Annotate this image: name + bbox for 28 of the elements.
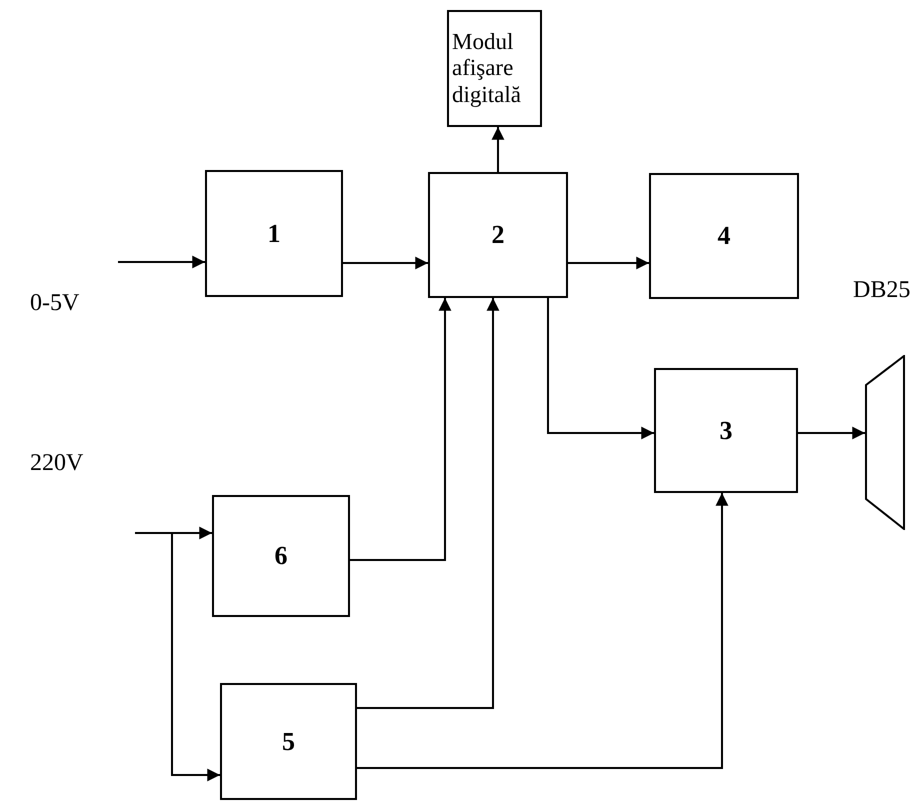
arrow [492, 126, 504, 172]
block-label: 6 [274, 541, 288, 571]
block-box [654, 368, 798, 493]
input-label: 220V [30, 450, 84, 477]
arrow [798, 426, 866, 440]
block-box [212, 495, 350, 617]
block-label: 4 [718, 221, 730, 251]
block-box [428, 172, 568, 298]
block-label: 1 [268, 218, 280, 248]
block-box [447, 10, 542, 127]
block-box [649, 173, 799, 299]
block-label: 3 [720, 416, 732, 446]
arrow [171, 533, 220, 782]
block-box [220, 683, 357, 800]
connector-label: DB25 [853, 277, 910, 304]
arrow [118, 256, 206, 268]
block-label: Modul afişare digitală [451, 28, 522, 108]
arrow [135, 526, 212, 540]
arrow [568, 256, 650, 270]
arrow [357, 492, 728, 769]
arrow [350, 298, 452, 561]
block-box [205, 170, 343, 297]
arrow [357, 298, 500, 709]
input-label: 0-5V [30, 290, 80, 317]
arrow [547, 298, 654, 440]
arrow [343, 256, 428, 270]
block-label: 2 [492, 220, 504, 250]
block-label: 5 [282, 726, 295, 756]
